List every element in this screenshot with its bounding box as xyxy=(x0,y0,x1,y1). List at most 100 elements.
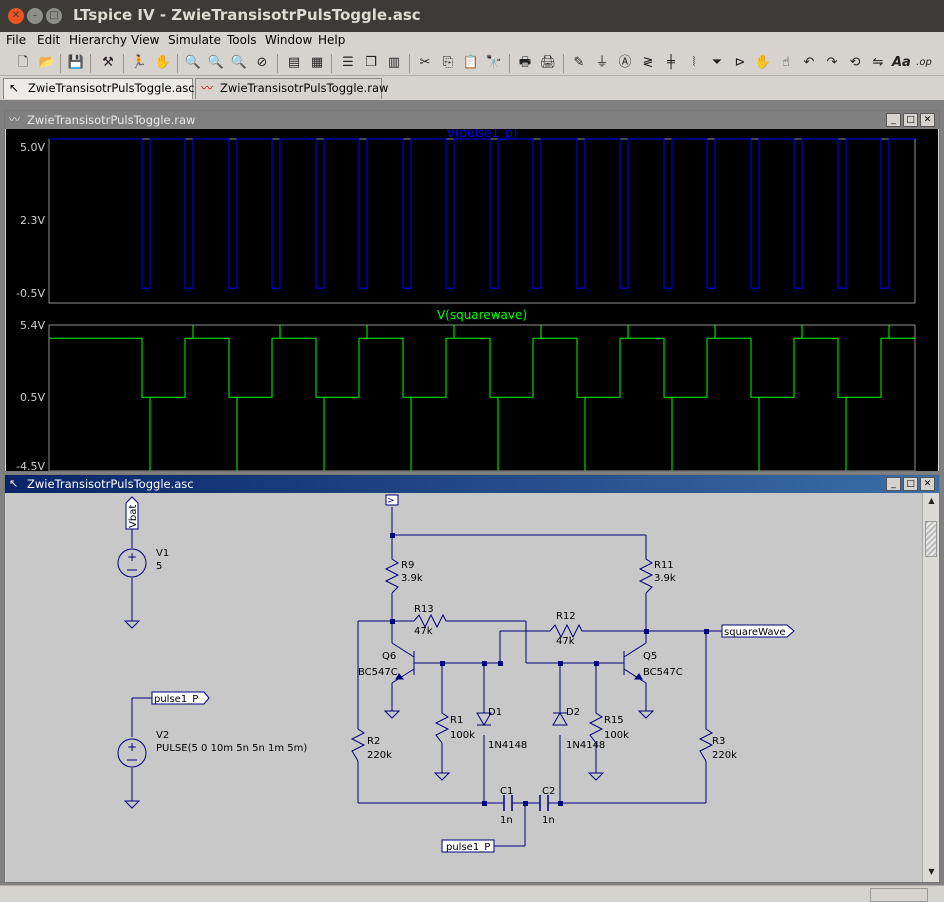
new-schematic-icon[interactable]: 🗋 xyxy=(17,55,29,70)
waveform-icon: 〰 xyxy=(201,81,214,95)
vbat-flag[interactable] xyxy=(125,496,139,530)
vertical-scrollbar[interactable]: ▲ ▼ xyxy=(922,493,939,882)
tile-horizontal-icon[interactable]: ☰ xyxy=(342,55,354,70)
menu-window[interactable]: Window xyxy=(265,33,313,47)
menu-hierarchy[interactable]: Hierarchy xyxy=(69,33,128,47)
text-icon[interactable]: Aa xyxy=(892,55,911,70)
minimize-subwindow-button[interactable]: _ xyxy=(886,113,901,127)
capacitor-symbols[interactable] xyxy=(503,795,549,811)
wire-icon[interactable]: ✎ xyxy=(573,55,585,70)
move-icon[interactable]: ✋ xyxy=(754,55,772,70)
trace-pulse-line[interactable] xyxy=(49,138,915,289)
menu-file[interactable]: File xyxy=(6,33,27,47)
label-icon[interactable]: Ⓐ xyxy=(618,55,632,70)
scroll-thumb[interactable] xyxy=(925,521,937,557)
pulse-label-bottom: pulse1_P xyxy=(446,842,490,853)
mirror-icon[interactable]: ⇋ xyxy=(872,55,884,70)
squarewave-flag[interactable] xyxy=(721,624,795,638)
paste-icon[interactable]: 📋 xyxy=(462,55,480,70)
zoom-out-icon[interactable]: 🔍 xyxy=(230,55,248,70)
v2-value: PULSE(5 0 10m 5n 5n 1m 5m) xyxy=(156,743,307,754)
close-subwindow-button[interactable]: ✕ xyxy=(920,477,935,491)
transistor-symbols[interactable] xyxy=(391,642,647,684)
halt-icon[interactable]: ✋ xyxy=(154,55,172,70)
restore-subwindow-button[interactable]: □ xyxy=(903,477,918,491)
undo-icon[interactable]: ↶ xyxy=(803,55,815,70)
cascade-icon[interactable]: ❐ xyxy=(365,55,377,70)
tile-vertical-icon[interactable]: ▥ xyxy=(387,55,401,70)
supply-flag[interactable] xyxy=(385,494,399,506)
menu-edit[interactable]: Edit xyxy=(37,33,61,47)
minimize-subwindow-button[interactable]: _ xyxy=(886,477,901,491)
c2-value: 1n xyxy=(542,815,555,826)
component-labels: Vbat V1 5 V2 PULSE(5 0 10m 5n 5n 1m 5m) … xyxy=(128,505,786,853)
diode-symbols[interactable] xyxy=(476,712,568,726)
trace-squarewave-line[interactable] xyxy=(49,325,915,471)
spice-directive-icon[interactable]: .op xyxy=(916,57,932,68)
close-subwindow-button[interactable]: ✕ xyxy=(920,113,935,127)
schematic-drawing[interactable]: + + xyxy=(6,493,922,882)
menu-tools[interactable]: Tools xyxy=(227,33,257,47)
diode-icon[interactable]: ⏷ xyxy=(711,55,723,70)
menu-view[interactable]: View xyxy=(131,33,160,47)
autorange-icon[interactable]: ▤ xyxy=(287,55,301,70)
resistor-icon[interactable]: ≷ xyxy=(642,55,654,70)
run-icon[interactable]: 🏃 xyxy=(130,55,148,70)
scroll-down-icon[interactable]: ▼ xyxy=(928,867,935,876)
redo-icon[interactable]: ↷ xyxy=(826,55,838,70)
d2-name: D2 xyxy=(566,707,580,718)
schematic-window: ↖ ZwieTransisotrPulsToggle.asc _ □ ✕ xyxy=(4,474,940,883)
voltage-source-symbols[interactable]: + + xyxy=(117,548,147,768)
q6-value: BC547C xyxy=(358,667,398,678)
trace-title-squarewave[interactable]: V(squarewave) xyxy=(437,308,527,322)
zoom-full-icon[interactable]: 🔍 xyxy=(207,55,225,70)
cut-icon[interactable]: ✂ xyxy=(419,55,431,70)
tab-label: ZwieTransisotrPulsToggle.asc xyxy=(28,81,195,95)
squarewave-label: squareWave xyxy=(724,627,786,638)
ground-icon[interactable]: ⏚ xyxy=(595,55,609,70)
c1-name: C1 xyxy=(500,786,513,797)
window-title: LTspice IV - ZwieTransisotrPulsToggle.as… xyxy=(73,6,421,24)
drag-icon[interactable]: ☝ xyxy=(782,55,790,70)
pulse-flag-top[interactable] xyxy=(151,691,210,705)
control-panel-icon[interactable]: ⚒ xyxy=(102,55,114,70)
plot-pane-pulse[interactable]: V(pulse1_p) 5.0V 2.3V -0.5V xyxy=(16,126,916,304)
plot-pane-squarewave[interactable]: V(squarewave) 5.4V 0.5V -4.5V xyxy=(16,308,916,473)
minimize-icon: – xyxy=(32,10,38,21)
save-icon[interactable]: 💾 xyxy=(67,55,85,70)
open-icon[interactable]: 📂 xyxy=(38,55,56,70)
waveform-icon: 〰 xyxy=(9,113,20,126)
close-window-button[interactable]: ✕ xyxy=(8,8,24,24)
resistor-symbols[interactable] xyxy=(350,553,714,762)
junction-dots xyxy=(390,533,709,806)
capacitor-icon[interactable]: ╪ xyxy=(667,55,675,70)
toolbar-separator xyxy=(123,54,124,73)
zoom-cancel-icon[interactable]: ⊘ xyxy=(256,55,268,70)
trace-title-pulse[interactable]: V(pulse1_p) xyxy=(446,126,517,140)
print-icon[interactable]: 🖨 xyxy=(539,55,557,70)
restore-subwindow-button[interactable]: □ xyxy=(903,113,918,127)
schematic-canvas[interactable]: + + xyxy=(6,493,922,882)
maximize-window-button[interactable]: □ xyxy=(46,8,62,24)
maximize-icon: □ xyxy=(49,10,59,21)
r11-value: 3.9k xyxy=(654,573,676,584)
net-flags xyxy=(125,494,795,853)
grid-icon[interactable]: ▦ xyxy=(310,55,324,70)
scroll-up-icon[interactable]: ▲ xyxy=(928,496,935,505)
copy-icon[interactable]: ⎘ xyxy=(442,55,454,70)
print-setup-icon[interactable]: 🖶 xyxy=(518,55,532,70)
inductor-icon[interactable]: ⦚ xyxy=(692,55,696,70)
tab-schematic[interactable]: ↖ZwieTransisotrPulsToggle.asc xyxy=(3,78,195,99)
minimize-window-button[interactable]: – xyxy=(27,8,43,24)
tab-waveform[interactable]: 〰ZwieTransisotrPulsToggle.raw xyxy=(195,78,388,99)
find-icon[interactable]: 🔭 xyxy=(485,55,503,70)
zoom-in-icon[interactable]: 🔍 xyxy=(184,55,202,70)
menu-simulate[interactable]: Simulate xyxy=(168,33,222,47)
waveform-plots[interactable]: V(pulse1_p) 5.0V 2.3V -0.5V V(squarewave… xyxy=(6,126,938,473)
plot-area[interactable]: V(pulse1_p) 5.0V 2.3V -0.5V V(squarewave… xyxy=(6,126,938,473)
pulse-flag-bottom[interactable] xyxy=(441,839,495,853)
menu-help[interactable]: Help xyxy=(318,33,346,47)
ground-symbols[interactable] xyxy=(123,620,655,809)
component-icon[interactable]: ⊳ xyxy=(734,55,746,70)
rotate-icon[interactable]: ⟲ xyxy=(849,55,861,70)
